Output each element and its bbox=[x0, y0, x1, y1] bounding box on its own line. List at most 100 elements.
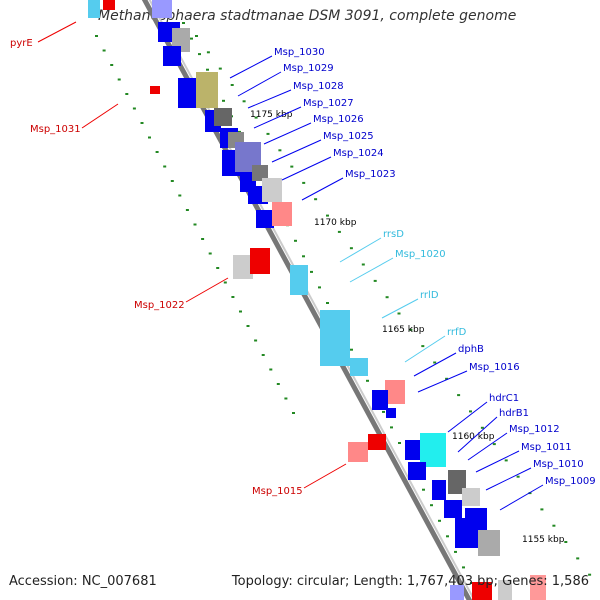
tick-dot bbox=[480, 426, 484, 429]
tick-dot bbox=[178, 194, 182, 197]
tick-dot bbox=[398, 442, 401, 444]
tick-dot bbox=[446, 535, 449, 538]
tick-dot bbox=[516, 475, 520, 478]
tick-dot bbox=[430, 504, 433, 507]
tick-dot bbox=[223, 281, 227, 284]
forward-gene bbox=[372, 390, 388, 410]
tick-dot bbox=[397, 312, 401, 315]
leader-line bbox=[81, 103, 119, 129]
reverse-gene bbox=[250, 248, 270, 274]
leader-line bbox=[404, 335, 446, 363]
tick-dot bbox=[438, 519, 441, 522]
leader-line bbox=[413, 352, 457, 377]
reverse-gene bbox=[103, 0, 115, 10]
reverse-gene bbox=[348, 442, 368, 462]
gene-label: Msp_1015 bbox=[252, 486, 303, 497]
leader-line bbox=[485, 467, 532, 491]
tick-dot bbox=[314, 198, 318, 201]
tick-dot bbox=[110, 64, 114, 66]
tick-dot bbox=[155, 151, 159, 153]
reverse-gene bbox=[272, 202, 292, 226]
leader-line bbox=[247, 89, 292, 109]
tick-dot bbox=[222, 99, 225, 102]
forward-gene bbox=[152, 0, 172, 18]
leader-line bbox=[381, 298, 419, 319]
tick-dot bbox=[294, 239, 297, 242]
tick-dot bbox=[140, 122, 144, 124]
leader-line bbox=[237, 71, 282, 97]
tick-dot bbox=[421, 345, 425, 348]
tick-dot bbox=[326, 214, 329, 217]
tick-dot bbox=[470, 582, 473, 584]
tick-dot bbox=[266, 132, 270, 135]
tick-dot bbox=[318, 286, 321, 289]
leader-line bbox=[281, 156, 332, 181]
tick-dot bbox=[239, 310, 242, 313]
gene-gray bbox=[233, 255, 253, 279]
rna-feature bbox=[320, 310, 350, 366]
tick-dot bbox=[445, 377, 449, 380]
tick-dot bbox=[366, 379, 369, 382]
tick-dot bbox=[409, 328, 413, 331]
gene-label: rrsD bbox=[383, 229, 404, 240]
tick-dot bbox=[208, 252, 212, 255]
gene-label: Msp_1023 bbox=[345, 169, 396, 180]
tick-dot bbox=[198, 53, 201, 56]
gene-label: Msp_1027 bbox=[303, 98, 354, 109]
tick-dot bbox=[422, 488, 425, 491]
tick-dot bbox=[148, 136, 151, 139]
tick-label: 1170 kbp bbox=[314, 218, 357, 228]
tick-dot bbox=[373, 279, 377, 282]
gene-label: hdrB1 bbox=[499, 408, 529, 419]
tick-dot bbox=[201, 238, 205, 240]
gene-label: Msp_1031 bbox=[30, 124, 81, 135]
tick-dot bbox=[310, 270, 313, 273]
leader-line bbox=[185, 277, 229, 303]
leader-line bbox=[475, 450, 520, 473]
tick-dot bbox=[433, 361, 437, 364]
leader-line bbox=[303, 463, 347, 489]
tick-dot bbox=[95, 35, 98, 37]
tick-dot bbox=[254, 339, 258, 342]
rna-feature bbox=[420, 433, 446, 467]
tick-dot bbox=[469, 410, 472, 413]
tick-label: 1175 kbp bbox=[250, 110, 293, 120]
rna-feature bbox=[350, 358, 368, 376]
tick-dot bbox=[231, 296, 235, 298]
leader-line bbox=[447, 401, 488, 433]
tick-dot bbox=[163, 165, 167, 168]
tick-dot bbox=[588, 573, 592, 576]
forward-gene bbox=[444, 500, 462, 518]
gene-label: rrfD bbox=[447, 327, 467, 338]
gene-label: Msp_1012 bbox=[509, 424, 560, 435]
tick-dot bbox=[337, 230, 341, 233]
tick-dot bbox=[302, 255, 305, 258]
reverse-gene bbox=[150, 86, 160, 94]
gene-label: rrlD bbox=[420, 290, 439, 301]
tick-dot bbox=[292, 412, 295, 414]
tick-dot bbox=[290, 165, 294, 168]
gene-label: Msp_1016 bbox=[469, 362, 520, 373]
gene-label: Msp_1010 bbox=[533, 459, 584, 470]
tick-dot bbox=[102, 49, 106, 52]
tick-dot bbox=[242, 100, 246, 103]
tick-dot bbox=[216, 267, 220, 269]
tick-dot bbox=[454, 550, 457, 553]
tick-dot bbox=[302, 181, 306, 184]
tick-dot bbox=[218, 67, 222, 70]
rna-feature bbox=[290, 265, 308, 295]
tick-dot bbox=[278, 149, 282, 152]
gene-label: Msp_1028 bbox=[293, 81, 344, 92]
tick-dot bbox=[254, 116, 258, 119]
gene-label: Msp_1022 bbox=[134, 300, 185, 311]
leader-line bbox=[37, 21, 77, 43]
tick-dot bbox=[206, 68, 209, 71]
tick-dot bbox=[504, 459, 508, 462]
tick-dot bbox=[540, 508, 544, 511]
leader-line bbox=[417, 370, 468, 393]
leader-line bbox=[349, 257, 394, 283]
gene-label: Msp_1011 bbox=[521, 442, 572, 453]
gene-label: Msp_1030 bbox=[274, 47, 325, 58]
gene-olive bbox=[196, 72, 218, 108]
gene-label: Msp_1009 bbox=[545, 476, 596, 487]
